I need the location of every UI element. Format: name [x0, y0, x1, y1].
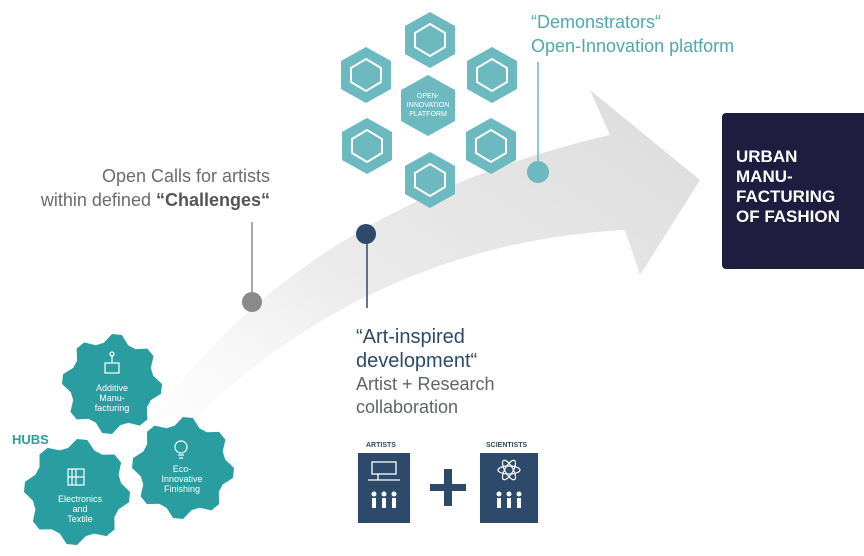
- art-line4: collaboration: [356, 397, 459, 417]
- gear-eco: [132, 417, 234, 519]
- open-calls-line2: within defined “Challenges“: [40, 190, 270, 210]
- art-dot: [356, 224, 376, 244]
- demonstrators-subtitle: Open-Innovation platform: [531, 36, 735, 56]
- people-icon: [496, 491, 522, 508]
- open-calls-text: Open Calls for artists within defined “C…: [0, 164, 270, 212]
- hexagon-top: [405, 12, 455, 68]
- circuit-icon: [67, 468, 85, 486]
- hexagon-bottom: [405, 152, 455, 208]
- challenges-dot: [242, 292, 262, 312]
- urban-text: URBAN MANU- FACTURING OF FASHION: [736, 147, 840, 226]
- atom-icon: [497, 459, 521, 481]
- art-line2: development“: [356, 350, 478, 372]
- gear-electronics: [24, 439, 130, 545]
- art-line1: “Art-inspired: [356, 326, 465, 348]
- scientists-label: SCIENTISTS: [486, 442, 528, 449]
- scientists-box: [480, 453, 538, 523]
- artists-label: ARTISTS: [366, 442, 396, 449]
- sewing-machine-icon: [368, 461, 400, 481]
- hubs-label: HUBS: [12, 432, 49, 447]
- hexagon-top-right: [467, 47, 517, 103]
- open-calls-line1: Open Calls for artists: [101, 166, 270, 186]
- hexagon-bottom-right: [466, 118, 516, 174]
- open-innovation-platform: [341, 12, 517, 208]
- 3d-printer-icon: [104, 351, 120, 374]
- gear-label-eco: Eco- Innovative Finishing: [161, 464, 203, 494]
- demonstrators-text: “Demonstrators“ Open-Innovation platform: [531, 10, 734, 58]
- gear-additive: [62, 334, 162, 434]
- platform-label: OPEN- INNOVATION PLATFORM: [406, 93, 450, 118]
- lightbulb-icon: [174, 440, 188, 459]
- hexagon-bottom-left: [342, 118, 392, 174]
- demonstrators-title: “Demonstrators“: [531, 12, 662, 32]
- hubs-gears: [24, 334, 234, 545]
- artists-box: [358, 453, 410, 523]
- urban-manufacturing-box: URBAN MANU- FACTURING OF FASHION: [722, 113, 864, 269]
- platform-center-hexagon: [401, 75, 455, 136]
- art-line3: Artist + Research: [356, 374, 495, 394]
- plus-sign: [430, 469, 466, 506]
- people-icon: [371, 491, 397, 508]
- gear-label-additive: Additive Manu- facturing: [94, 383, 130, 413]
- art-inspired-text: “Art-inspired development“ Artist + Rese…: [356, 325, 495, 419]
- gear-label-electronics: Electronics and Textile: [57, 494, 102, 524]
- curved-arrow: [120, 90, 700, 480]
- demonstrators-dot: [527, 161, 549, 183]
- hexagon-top-left: [341, 47, 391, 103]
